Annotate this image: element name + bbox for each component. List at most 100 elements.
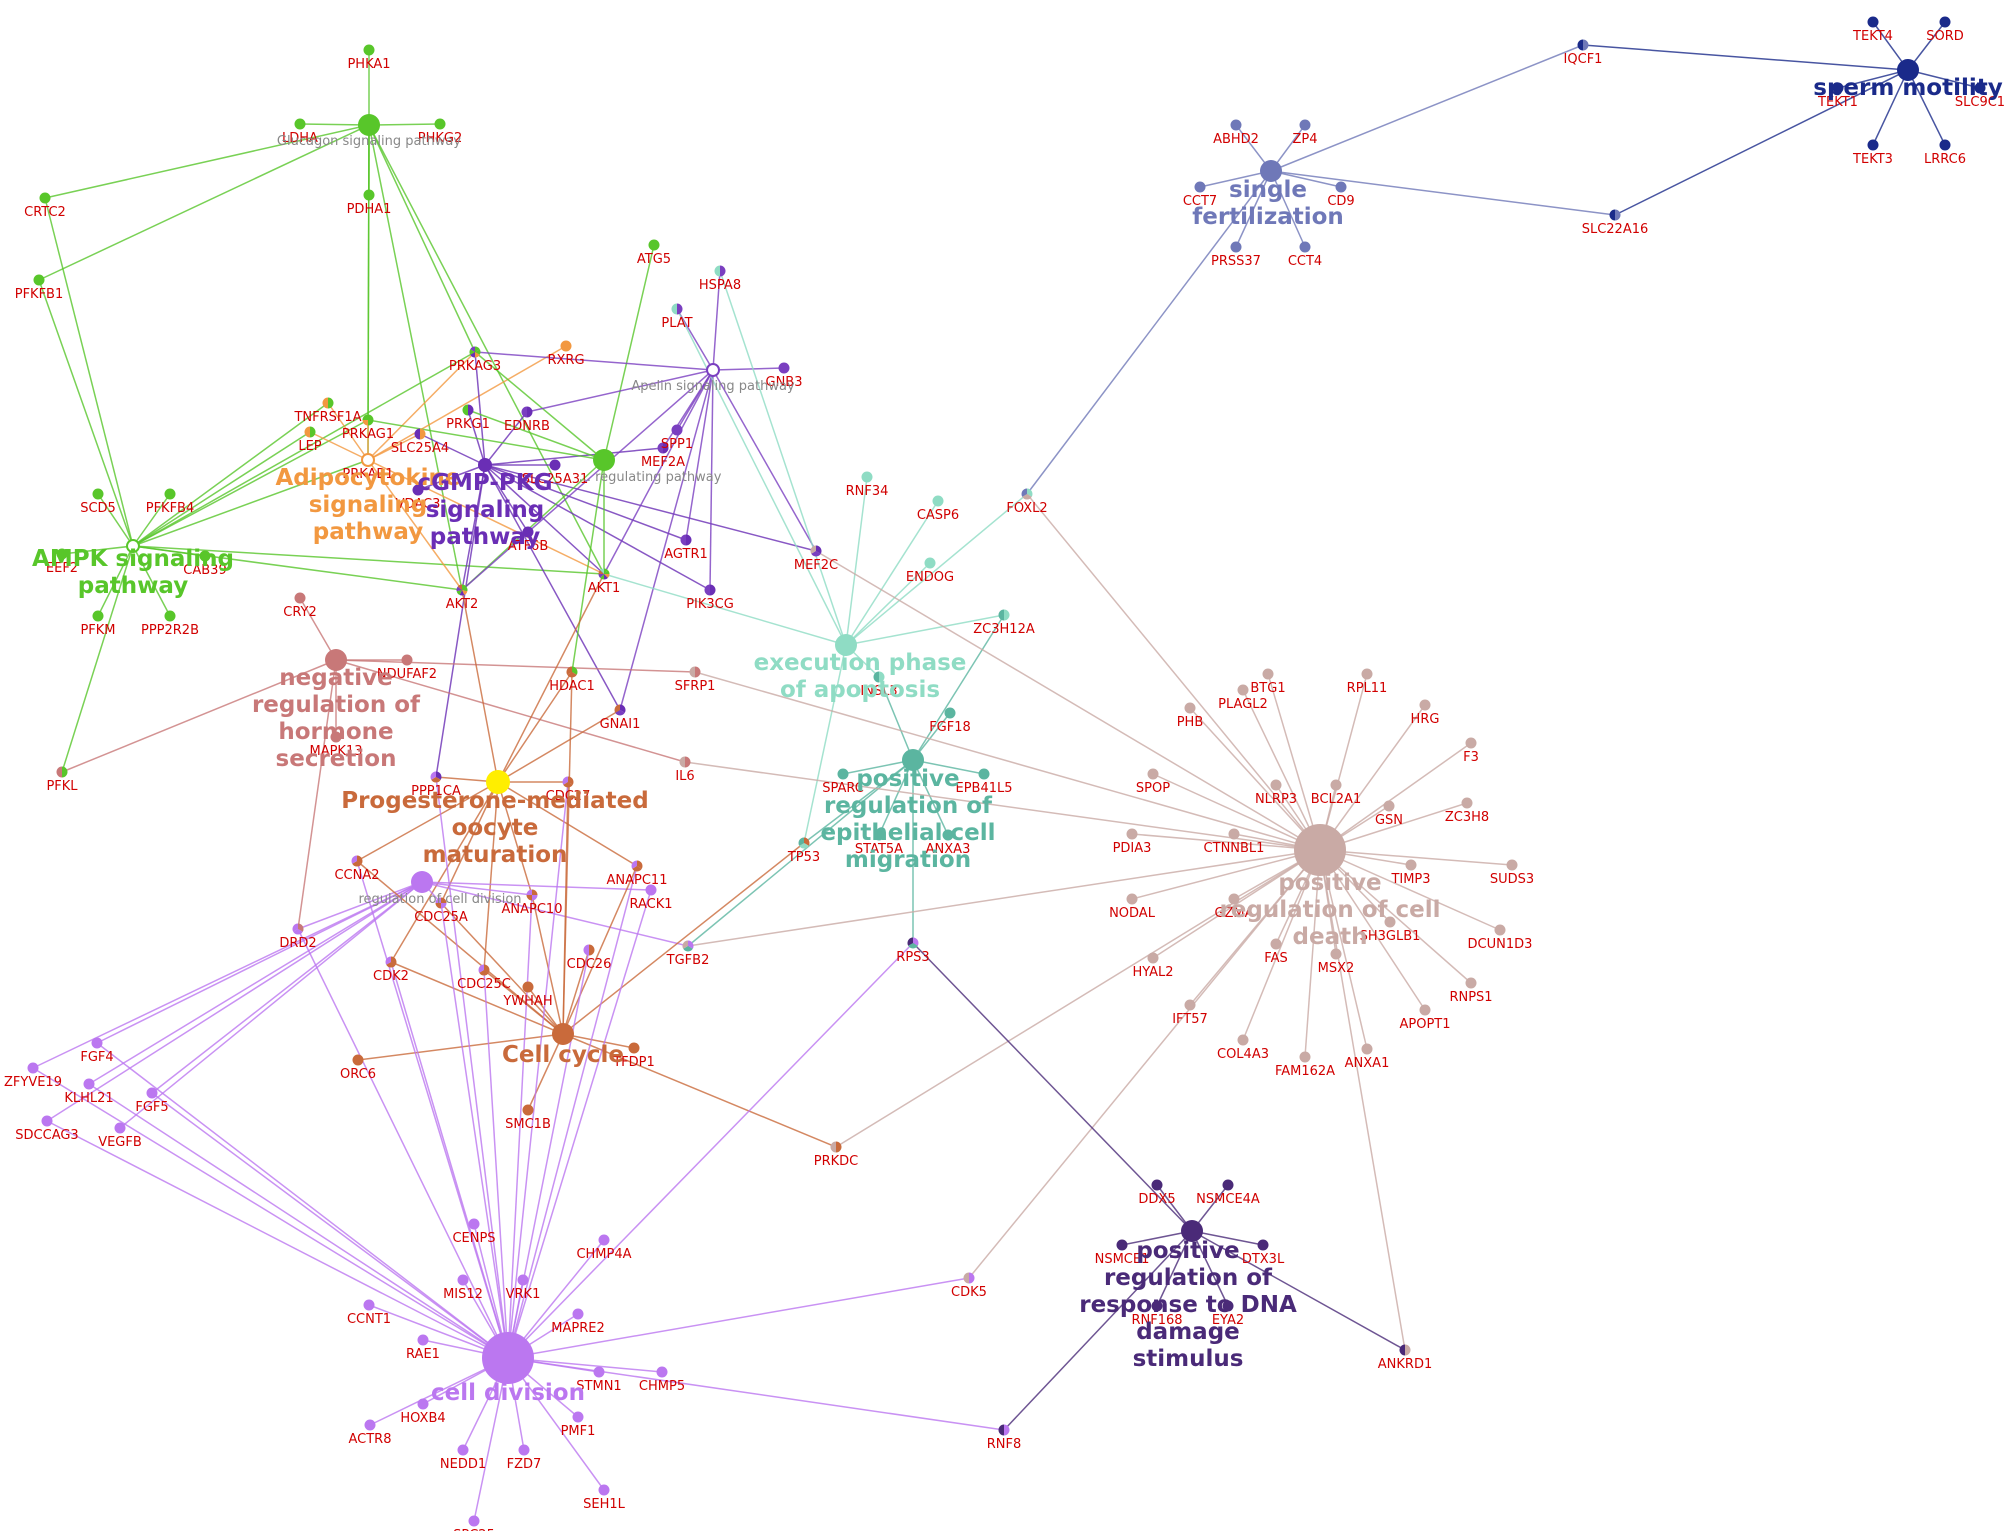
gene-node-insl3[interactable] (873, 671, 885, 683)
gene-node-slc25a4[interactable] (414, 428, 426, 440)
gene-node-pfkfb4[interactable] (164, 488, 176, 500)
gene-node-lep[interactable] (304, 426, 316, 438)
gene-node-akt2[interactable] (456, 584, 468, 596)
gene-node-cdc27[interactable] (562, 776, 574, 788)
gene-node-prkdc[interactable] (830, 1141, 842, 1153)
hub-node-sperm[interactable] (1897, 59, 1919, 81)
gene-node-ppp2r2b[interactable] (164, 610, 176, 622)
gene-node-eya2[interactable] (1222, 1300, 1234, 1312)
gene-node-slc9c1[interactable] (1974, 82, 1986, 94)
gene-node-cdk2[interactable] (385, 956, 397, 968)
gene-node-anxa3[interactable] (942, 829, 954, 841)
gene-node-stat5a[interactable] (873, 829, 885, 841)
gene-node-cdc26[interactable] (583, 944, 595, 956)
gene-node-fzd7[interactable] (518, 1444, 530, 1456)
gene-node-hspa8[interactable] (714, 265, 726, 277)
gene-node-gnai1[interactable] (614, 704, 626, 716)
hub-node-apelin[interactable] (706, 363, 720, 377)
gene-node-sord[interactable] (1939, 16, 1951, 28)
gene-node-epb41l5[interactable] (978, 768, 990, 780)
gene-node-tekt1[interactable] (1832, 82, 1844, 94)
hub-node-adipo[interactable] (361, 453, 375, 467)
gene-node-nodal[interactable] (1126, 893, 1138, 905)
gene-node-endog[interactable] (924, 557, 936, 569)
gene-node-prss37[interactable] (1230, 241, 1242, 253)
gene-node-slc25a31[interactable] (549, 459, 561, 471)
gene-node-col4a3[interactable] (1237, 1034, 1249, 1046)
gene-node-phb[interactable] (1184, 702, 1196, 714)
gene-node-bcl2a1[interactable] (1330, 779, 1342, 791)
gene-node-eef2[interactable] (56, 548, 68, 560)
gene-node-ywhah[interactable] (522, 981, 534, 993)
gene-node-apopt1[interactable] (1419, 1004, 1431, 1016)
gene-node-ccna2[interactable] (351, 855, 363, 867)
gene-node-gsn[interactable] (1383, 800, 1395, 812)
gene-node-f3[interactable] (1465, 737, 1477, 749)
gene-node-abhd2[interactable] (1230, 119, 1242, 131)
gene-node-nedd1[interactable] (457, 1444, 469, 1456)
gene-node-cdk5[interactable] (963, 1272, 975, 1284)
gene-node-mapre2[interactable] (572, 1308, 584, 1320)
gene-node-nsmce1[interactable] (1116, 1239, 1128, 1251)
gene-node-btg1[interactable] (1262, 668, 1274, 680)
gene-node-hdac1[interactable] (566, 666, 578, 678)
gene-node-ppp1ca[interactable] (430, 771, 442, 783)
gene-node-il6[interactable] (679, 756, 691, 768)
gene-node-rae1[interactable] (417, 1334, 429, 1346)
gene-node-rnf34[interactable] (861, 471, 873, 483)
gene-node-vrk1[interactable] (517, 1274, 529, 1286)
gene-node-suds3[interactable] (1506, 859, 1518, 871)
gene-node-tekt3[interactable] (1867, 139, 1879, 151)
gene-node-prkg1[interactable] (462, 404, 474, 416)
gene-node-chmp5[interactable] (656, 1366, 668, 1378)
gene-node-rack1[interactable] (645, 884, 657, 896)
hub-node-regdiv[interactable] (411, 871, 433, 893)
gene-node-rps3[interactable] (907, 937, 919, 949)
gene-node-timp3[interactable] (1405, 859, 1417, 871)
gene-node-lrrc6[interactable] (1939, 139, 1951, 151)
gene-node-klhl21[interactable] (83, 1078, 95, 1090)
gene-node-ndufaf2[interactable] (401, 654, 413, 666)
gene-node-fam162a[interactable] (1299, 1051, 1311, 1063)
hub-node-singfert[interactable] (1260, 160, 1282, 182)
gene-node-atf6b[interactable] (522, 526, 534, 538)
gene-node-tp53[interactable] (798, 837, 810, 849)
hub-node-ampk[interactable] (126, 539, 140, 553)
gene-node-spp1[interactable] (671, 424, 683, 436)
gene-node-tgfb2[interactable] (682, 940, 694, 952)
gene-node-smc1b[interactable] (522, 1104, 534, 1116)
hub-node-cellcycle[interactable] (552, 1023, 574, 1045)
gene-node-nlrp3[interactable] (1270, 779, 1282, 791)
gene-node-anapc11[interactable] (631, 860, 643, 872)
gene-node-anapc10[interactable] (526, 889, 538, 901)
gene-node-hrg[interactable] (1419, 699, 1431, 711)
gene-node-tekt4[interactable] (1867, 16, 1879, 28)
hub-node-exapop[interactable] (835, 634, 857, 656)
gene-node-cct7[interactable] (1194, 181, 1206, 193)
hub-node-poscd[interactable] (1294, 824, 1346, 876)
hub-node-celldiv[interactable] (482, 1332, 534, 1384)
gene-node-fgf5[interactable] (146, 1087, 158, 1099)
gene-node-zfyve19[interactable] (27, 1062, 39, 1074)
gene-node-ldha[interactable] (294, 118, 306, 130)
gene-node-sfrp1[interactable] (689, 666, 701, 678)
gene-node-spop[interactable] (1147, 768, 1159, 780)
gene-node-foxl2[interactable] (1021, 488, 1033, 500)
gene-node-prkag3[interactable] (469, 346, 481, 358)
gene-node-pdha1[interactable] (363, 189, 375, 201)
gene-node-spc25[interactable] (468, 1515, 480, 1527)
gene-node-hyal2[interactable] (1147, 952, 1159, 964)
gene-node-sh3glb1[interactable] (1384, 916, 1396, 928)
gene-node-sparc[interactable] (837, 768, 849, 780)
gene-node-cenps[interactable] (468, 1218, 480, 1230)
gene-node-prkag1[interactable] (362, 414, 374, 426)
hub-node-progest[interactable] (486, 770, 510, 794)
gene-node-actr8[interactable] (364, 1419, 376, 1431)
gene-node-ccnt1[interactable] (363, 1299, 375, 1311)
gene-node-plagl2[interactable] (1237, 684, 1249, 696)
gene-node-cry2[interactable] (294, 592, 306, 604)
gene-node-atg5[interactable] (648, 239, 660, 251)
gene-node-rxrg[interactable] (560, 340, 572, 352)
hub-node-cgmp[interactable] (478, 458, 492, 472)
gene-node-pfkm[interactable] (92, 610, 104, 622)
